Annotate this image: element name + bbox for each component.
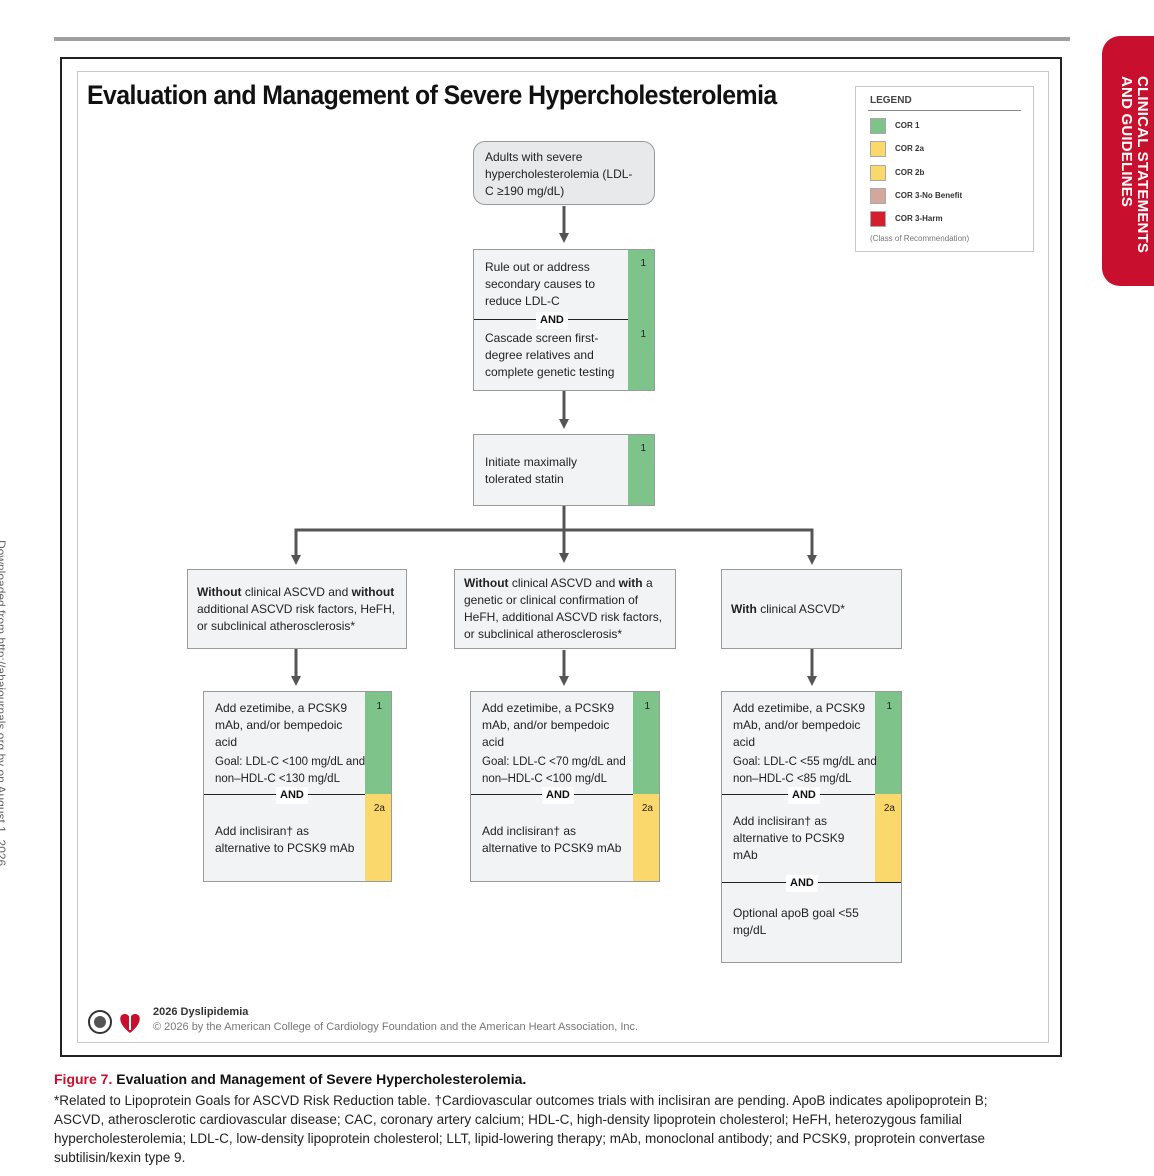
branch-1-treatment-box: Add ezetimibe, a PCSK9 mAb, and/or bempe… bbox=[203, 691, 392, 882]
legend-swatch bbox=[870, 117, 886, 134]
legend-item-cor3-no-benefit: COR 3-No Benefit bbox=[870, 187, 962, 204]
cond-part: clinical ASCVD and bbox=[508, 576, 619, 590]
treatment-text: Add ezetimibe, a PCSK9 mAb, and/or bempe… bbox=[733, 701, 866, 749]
figure-caption-body: *Related to Lipoprotein Goals for ASCVD … bbox=[54, 1093, 988, 1165]
treatment-text: Add ezetimibe, a PCSK9 mAb, and/or bempe… bbox=[215, 701, 348, 749]
cond-part: additional ASCVD risk factors, HeFH, or … bbox=[197, 602, 396, 633]
start-text: Adults with severe hypercholesterolemia … bbox=[485, 150, 633, 198]
cor-label: 2a bbox=[883, 803, 895, 814]
figure-caption-title: Figure 7. Evaluation and Management of S… bbox=[54, 1071, 526, 1087]
condition-text: Without clinical ASCVD and with a geneti… bbox=[464, 575, 670, 643]
cond-emph: With bbox=[731, 602, 757, 616]
legend-swatch bbox=[870, 210, 886, 227]
legend-item-cor2a: COR 2a bbox=[870, 140, 924, 157]
caption-heading: Evaluation and Management of Severe Hype… bbox=[116, 1071, 527, 1087]
condition-text: Without clinical ASCVD and without addit… bbox=[197, 584, 405, 635]
cor-label: 1 bbox=[640, 329, 646, 340]
society-logos bbox=[88, 1010, 140, 1034]
figure-title: Evaluation and Management of Severe Hype… bbox=[87, 80, 777, 110]
step1-text: Rule out or address secondary causes to … bbox=[485, 260, 596, 308]
branch-condition-1: Without clinical ASCVD and without addit… bbox=[187, 569, 407, 649]
footer-guideline-name: 2026 Dyslipidemia bbox=[153, 1006, 249, 1018]
download-notice: Downloaded from http://ahajournals.org b… bbox=[0, 540, 8, 867]
legend-label: COR 3-Harm bbox=[895, 214, 943, 223]
goal-text: Goal: LDL-C <70 mg/dL and non–HDL-C <100… bbox=[482, 756, 626, 785]
cor-strip bbox=[365, 794, 391, 881]
legend-label: COR 1 bbox=[895, 121, 920, 130]
cor-strip bbox=[875, 794, 901, 882]
legend-swatch bbox=[870, 187, 886, 204]
branch-condition-2: Without clinical ASCVD and with a geneti… bbox=[454, 569, 676, 649]
legend-divider bbox=[868, 110, 1021, 111]
aha-heart-icon bbox=[120, 1014, 140, 1033]
alternative-text: Add inclisiran† as alternative to PCSK9 … bbox=[733, 814, 845, 862]
legend-item-cor1: COR 1 bbox=[870, 117, 919, 134]
and-label: AND bbox=[542, 787, 574, 804]
legend: LEGEND COR 1 COR 2a COR 2b COR 3-No Bene… bbox=[855, 86, 1034, 252]
cor-label: 1 bbox=[640, 258, 646, 269]
cond-part: a genetic or clinical confirmation of He… bbox=[464, 576, 663, 641]
figure-number: Figure 7. bbox=[54, 1071, 113, 1087]
and-label: AND bbox=[276, 787, 308, 804]
side-tab-label: CLINICAL STATEMENTS AND GUIDELINES bbox=[1118, 76, 1151, 254]
cor-strip bbox=[633, 692, 659, 794]
cond-emph: without bbox=[351, 585, 395, 599]
cor-label: 2a bbox=[373, 803, 385, 814]
secondary-causes-and-cascade-box: Rule out or address secondary causes to … bbox=[473, 249, 655, 391]
cor-label: 1 bbox=[640, 443, 646, 454]
and-label: AND bbox=[536, 312, 568, 329]
legend-label: COR 3-No Benefit bbox=[895, 191, 963, 200]
cor-strip bbox=[875, 692, 901, 794]
legend-swatch bbox=[870, 140, 886, 157]
legend-swatch bbox=[870, 164, 886, 181]
start-population-box: Adults with severe hypercholesterolemia … bbox=[473, 141, 655, 205]
condition-text: With clinical ASCVD* bbox=[731, 601, 896, 618]
acc-seal-icon bbox=[88, 1010, 112, 1034]
cor-label: 1 bbox=[886, 701, 892, 712]
legend-item-cor2b: COR 2b bbox=[870, 164, 924, 181]
step2-text: Cascade screen first-degree relatives an… bbox=[485, 331, 615, 379]
cor-strip bbox=[633, 794, 659, 881]
cond-part: clinical ASCVD* bbox=[756, 602, 845, 616]
branch-2-treatment-box: Add ezetimibe, a PCSK9 mAb, and/or bempe… bbox=[470, 691, 660, 882]
step3-text: Initiate maximally tolerated statin bbox=[485, 455, 578, 486]
branch-condition-3: With clinical ASCVD* bbox=[721, 569, 902, 649]
legend-label: COR 2a bbox=[895, 144, 924, 153]
section-side-tab[interactable]: CLINICAL STATEMENTS AND GUIDELINES bbox=[1102, 36, 1154, 286]
footer-copyright: © 2026 by the American College of Cardio… bbox=[153, 1021, 639, 1033]
cond-emph: with bbox=[618, 576, 643, 590]
and-label: AND bbox=[786, 875, 818, 892]
cond-emph: Without bbox=[464, 576, 509, 590]
alternative-text: Add inclisiran† as alternative to PCSK9 … bbox=[215, 824, 355, 855]
cond-emph: Without bbox=[197, 585, 242, 599]
cor-label: 1 bbox=[376, 701, 382, 712]
legend-note: (Class of Recommendation) bbox=[870, 234, 970, 243]
goal-text: Goal: LDL-C <55 mg/dL and non–HDL-C <85 … bbox=[733, 756, 877, 785]
cor-strip bbox=[628, 250, 654, 390]
legend-item-cor3-harm: COR 3-Harm bbox=[870, 210, 943, 227]
alternative-text: Add inclisiran† as alternative to PCSK9 … bbox=[482, 824, 622, 855]
top-rule bbox=[54, 37, 1070, 41]
extra-goal-text: Optional apoB goal <55 mg/dL bbox=[733, 906, 859, 937]
cond-part: clinical ASCVD and bbox=[241, 585, 352, 599]
cor-strip bbox=[365, 692, 391, 794]
cor-label: 2a bbox=[641, 803, 653, 814]
statin-box: Initiate maximally tolerated statin 1 bbox=[473, 434, 655, 506]
and-label: AND bbox=[788, 787, 820, 804]
legend-label: COR 2b bbox=[895, 168, 925, 177]
legend-title: LEGEND bbox=[870, 95, 912, 106]
treatment-text: Add ezetimibe, a PCSK9 mAb, and/or bempe… bbox=[482, 701, 615, 749]
branch-3-treatment-box: Add ezetimibe, a PCSK9 mAb, and/or bempe… bbox=[721, 691, 902, 963]
cor-label: 1 bbox=[644, 701, 650, 712]
goal-text: Goal: LDL-C <100 mg/dL and non–HDL-C <13… bbox=[215, 756, 366, 785]
cor-strip bbox=[628, 435, 654, 505]
